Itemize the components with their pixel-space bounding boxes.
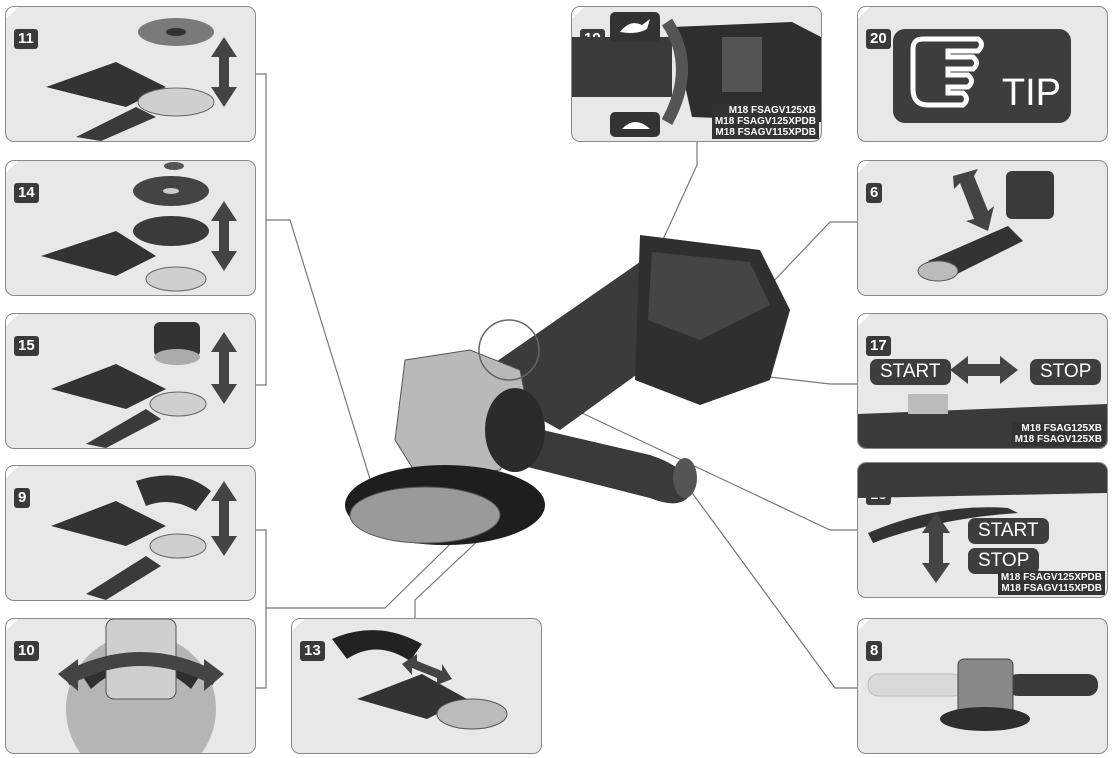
panel-number: 11 xyxy=(14,29,38,49)
panel-number: 6 xyxy=(866,183,883,203)
page-fold xyxy=(572,7,584,19)
tip-label: TIP xyxy=(1001,72,1061,114)
model-name: M18 FSAG125XB xyxy=(1021,423,1102,434)
panel-10-guard-rotation: 10 xyxy=(5,618,256,754)
panel-15-wire-brush: 15 xyxy=(5,313,256,449)
speed-dial-illustration xyxy=(572,12,821,137)
panel-number: 9 xyxy=(14,488,31,508)
stop-label: STOP xyxy=(968,548,1040,574)
flange-disc-illustration xyxy=(41,162,237,292)
stop-label: STOP xyxy=(1030,359,1102,385)
page-fold xyxy=(292,619,304,631)
page-fold xyxy=(858,161,870,173)
panel-number: 14 xyxy=(14,183,39,203)
tip-badge: TIP xyxy=(893,29,1071,123)
battery-illustration xyxy=(917,169,1054,282)
panel-20-tip: 20 TIP xyxy=(857,6,1108,142)
panel-17-slide-switch: 17 START STOP M18 FSAG125XB M18 FSAGV125… xyxy=(857,313,1108,449)
callout-lines xyxy=(255,73,857,689)
page-fold xyxy=(6,314,18,326)
model-name: M18 FSAGV125XB xyxy=(728,105,816,116)
guard-removal-illustration xyxy=(332,630,508,730)
model-name: M18 FSAGV115XPDB xyxy=(1001,583,1102,594)
model-name: M18 FSAGV125XPDB xyxy=(714,116,816,127)
angle-grinder xyxy=(345,235,790,545)
panel-number: 10 xyxy=(14,641,39,661)
start-label: START xyxy=(870,359,951,385)
model-name: M18 FSAGV125XB xyxy=(1014,434,1102,445)
pointing-hand-icon xyxy=(910,36,984,108)
panel-19-speed-dial: 19 M18 FSAGV125XB M18 FSAGV125XPDB M18 F… xyxy=(571,6,822,142)
page-fold xyxy=(6,619,18,631)
page-fold xyxy=(6,466,18,478)
panel-14-flange-disc: 14 xyxy=(5,160,256,296)
panel-18-paddle-switch: 18 START STOP M18 FSAGV125XPDB M18 FSAGV… xyxy=(857,462,1108,598)
disc-mounting-illustration xyxy=(46,18,237,141)
panel-number: 8 xyxy=(866,641,883,661)
panel-number: 20 xyxy=(866,29,891,49)
panel-6-battery: 6 xyxy=(857,160,1108,296)
page-fold xyxy=(6,161,18,173)
panel-number: 13 xyxy=(300,641,325,661)
model-list: M18 FSAGV125XB M18 FSAGV125XPDB M18 FSAG… xyxy=(711,104,819,139)
panel-number: 15 xyxy=(14,336,39,356)
panel-8-side-handle: 8 xyxy=(857,618,1108,754)
model-name: M18 FSAGV125XPDB xyxy=(1000,572,1102,583)
panel-number: 17 xyxy=(866,336,891,356)
side-handle-illustration xyxy=(867,658,1098,731)
start-label: START xyxy=(968,518,1049,544)
page-fold xyxy=(858,314,870,326)
guard-fitting-illustration xyxy=(51,475,237,600)
page-fold xyxy=(6,7,18,19)
page-fold xyxy=(858,7,870,19)
wire-brush-illustration xyxy=(51,322,237,448)
paddle-switch-illustration xyxy=(858,463,1107,583)
panel-9-guard-fitting: 9 xyxy=(5,465,256,601)
guard-rotation-illustration xyxy=(58,619,224,753)
model-list: M18 FSAG125XB M18 FSAGV125XB xyxy=(1011,422,1105,446)
page-fold xyxy=(858,619,870,631)
panel-11-disc-mounting: 11 xyxy=(5,6,256,142)
model-list: M18 FSAGV125XPDB M18 FSAGV115XPDB xyxy=(997,571,1105,595)
model-name: M18 FSAGV115XPDB xyxy=(715,127,816,138)
panel-13-guard-removal: 13 xyxy=(291,618,542,754)
